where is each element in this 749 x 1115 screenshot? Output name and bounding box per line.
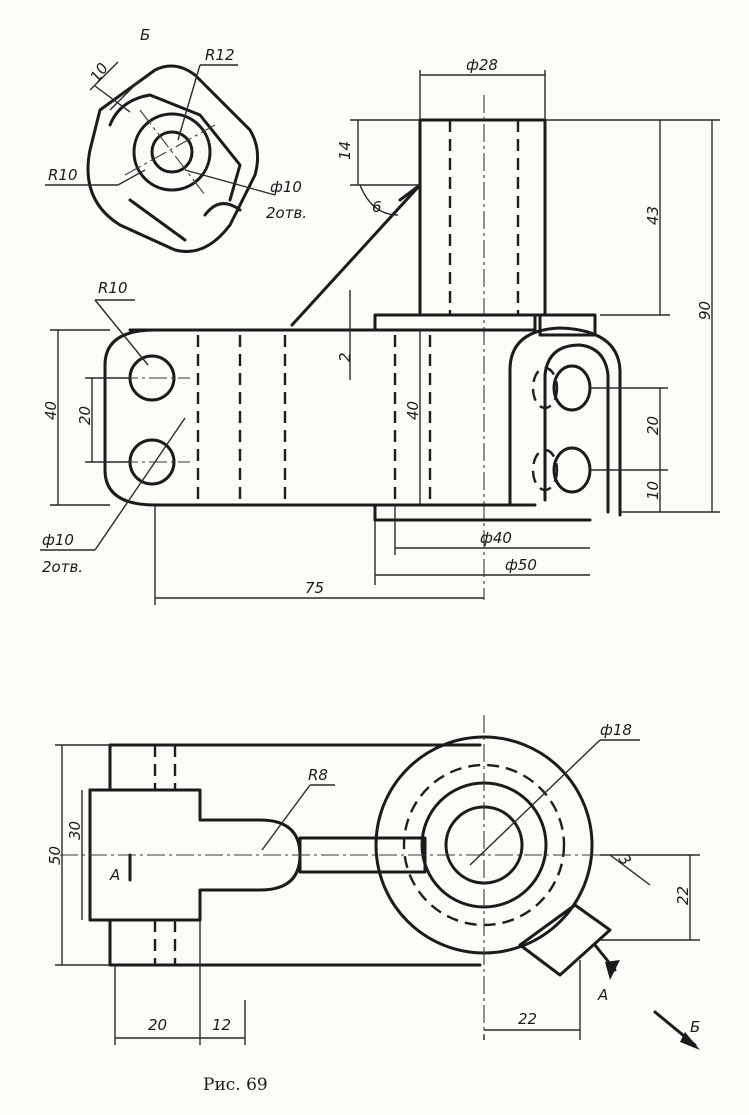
dim-d28: ф28 xyxy=(466,56,498,74)
dim-20-bottom: 20 xyxy=(148,1016,167,1034)
dim-50: 50 xyxy=(46,846,64,865)
dim-b-hole-count: 2отв. xyxy=(266,204,307,222)
section-marker-a-right: А xyxy=(597,986,608,1004)
boss-cylinder xyxy=(418,118,547,317)
lug-edge xyxy=(108,93,242,202)
plate-outline xyxy=(86,64,260,254)
direction-marker-b: Б xyxy=(690,1018,700,1036)
dim-20-left: 20 xyxy=(76,406,94,425)
dim-20-right: 20 xyxy=(644,416,662,435)
right-lug-inner xyxy=(543,343,610,514)
dim-front-hole-diam: ф10 xyxy=(42,531,74,549)
plate-body xyxy=(103,328,537,507)
view-label-b: Б xyxy=(140,26,150,44)
dim-d18: ф18 xyxy=(600,721,632,739)
dim-front-hole-count: 2отв. xyxy=(42,558,83,576)
dim-90: 90 xyxy=(696,301,714,320)
plan-upper-notch xyxy=(108,743,262,822)
dim-30: 30 xyxy=(66,821,84,840)
dim-43: 43 xyxy=(644,206,662,225)
dim-d40: ф40 xyxy=(480,529,512,547)
dim-12-bottom: 12 xyxy=(212,1016,231,1034)
plan-view: ф18 R8 50 30 А 22 3 А 20 12 xyxy=(46,715,700,1050)
lug-hole-lower xyxy=(552,446,592,494)
plan-lower-notch xyxy=(108,888,262,967)
detail-view-b: Б 10 R12 R10 ф10 2отв. xyxy=(45,26,307,254)
dim-b-r10: R10 xyxy=(48,166,78,184)
dim-front-r10: R10 xyxy=(98,279,128,297)
dim-angle-6: 6 xyxy=(372,198,382,216)
dim-b-hole-diam: ф10 xyxy=(270,178,302,196)
second-hole-arc xyxy=(203,202,242,217)
lug-lower-edge xyxy=(128,198,187,242)
rib-edge xyxy=(290,183,422,327)
dim-10-right: 10 xyxy=(644,481,662,500)
plate-top xyxy=(128,313,537,332)
dim-d50: ф50 xyxy=(505,556,537,574)
dim-gap-2: 2 xyxy=(336,352,354,362)
dim-40-mid: 40 xyxy=(404,401,422,420)
front-view: ф28 14 6 43 90 R10 40 20 2 xyxy=(40,56,720,605)
dim-40-left: 40 xyxy=(42,401,60,420)
dim-b-r12: R12 xyxy=(205,46,235,64)
dim-75: 75 xyxy=(305,579,324,597)
hole-10 xyxy=(150,130,194,174)
figure-caption: Рис. 69 xyxy=(203,1075,268,1095)
dim-22-bottom: 22 xyxy=(518,1010,537,1028)
dim-r8: R8 xyxy=(308,766,328,784)
lug-hole-upper xyxy=(552,364,592,412)
dim-14: 14 xyxy=(336,141,354,160)
section-marker-a-left: А xyxy=(109,866,120,884)
dim-b-10: 10 xyxy=(86,60,112,86)
dim-22-right: 22 xyxy=(674,886,692,905)
lug-top-cap xyxy=(538,313,597,337)
lug-arc-r12 xyxy=(132,112,212,192)
plan-lug-tab xyxy=(518,903,612,977)
right-lug-outer xyxy=(508,326,622,517)
